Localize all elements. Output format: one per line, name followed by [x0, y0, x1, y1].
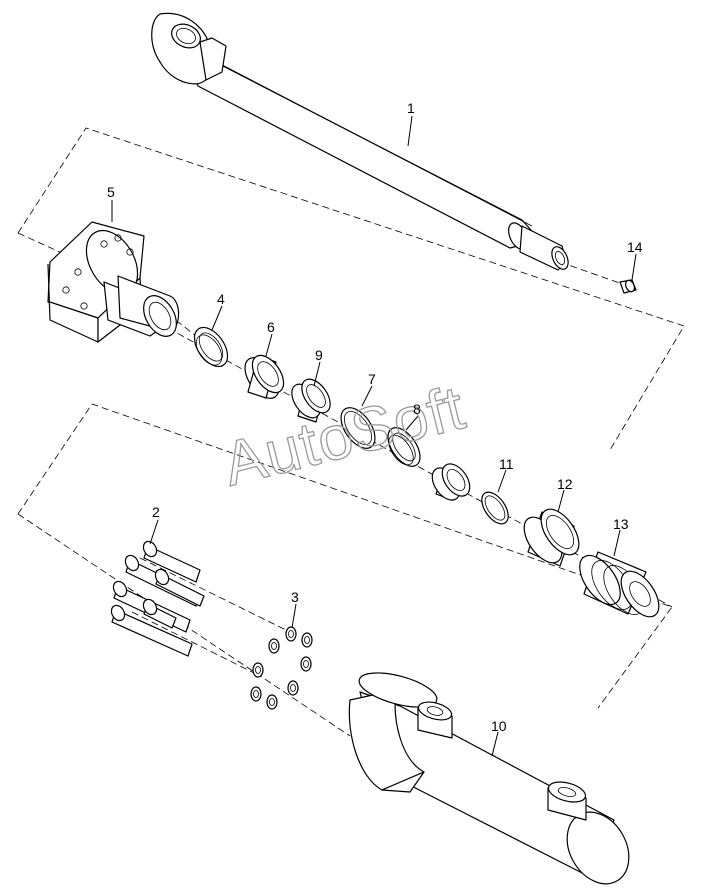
washers-3 — [250, 626, 313, 710]
seal-ring-4 — [193, 326, 229, 368]
bushing-9 — [291, 378, 331, 423]
o-ring-11 — [481, 491, 509, 525]
bolts-2 — [110, 540, 205, 657]
callout-9: 9 — [315, 347, 323, 363]
seal-ring-8 — [387, 427, 421, 467]
callout-5: 5 — [107, 184, 115, 200]
callout-3: 3 — [291, 589, 299, 605]
callout-labels: 1 2 3 4 5 6 7 8 9 10 11 12 13 14 — [107, 100, 643, 734]
callout-7: 7 — [368, 371, 376, 387]
callout-11: 11 — [499, 456, 514, 472]
wear-ring-12 — [523, 508, 580, 567]
callout-4: 4 — [217, 291, 225, 307]
callout-10: 10 — [491, 718, 507, 734]
callout-1: 1 — [407, 100, 415, 116]
o-ring-7 — [340, 407, 376, 449]
piston-13 — [579, 551, 660, 618]
bushing-6 — [244, 354, 285, 399]
callout-8: 8 — [413, 401, 421, 417]
piston-rod — [151, 12, 569, 271]
callout-2: 2 — [152, 504, 160, 520]
set-screw — [619, 279, 637, 294]
leader-lines — [111, 115, 637, 757]
callout-6: 6 — [267, 319, 275, 335]
callout-12: 12 — [557, 476, 573, 492]
callout-13: 13 — [613, 516, 629, 532]
cylinder-barrel — [348, 672, 630, 885]
callout-14: 14 — [627, 239, 643, 255]
cylinder-head — [47, 221, 180, 343]
bushing-unlabeled — [431, 463, 471, 501]
